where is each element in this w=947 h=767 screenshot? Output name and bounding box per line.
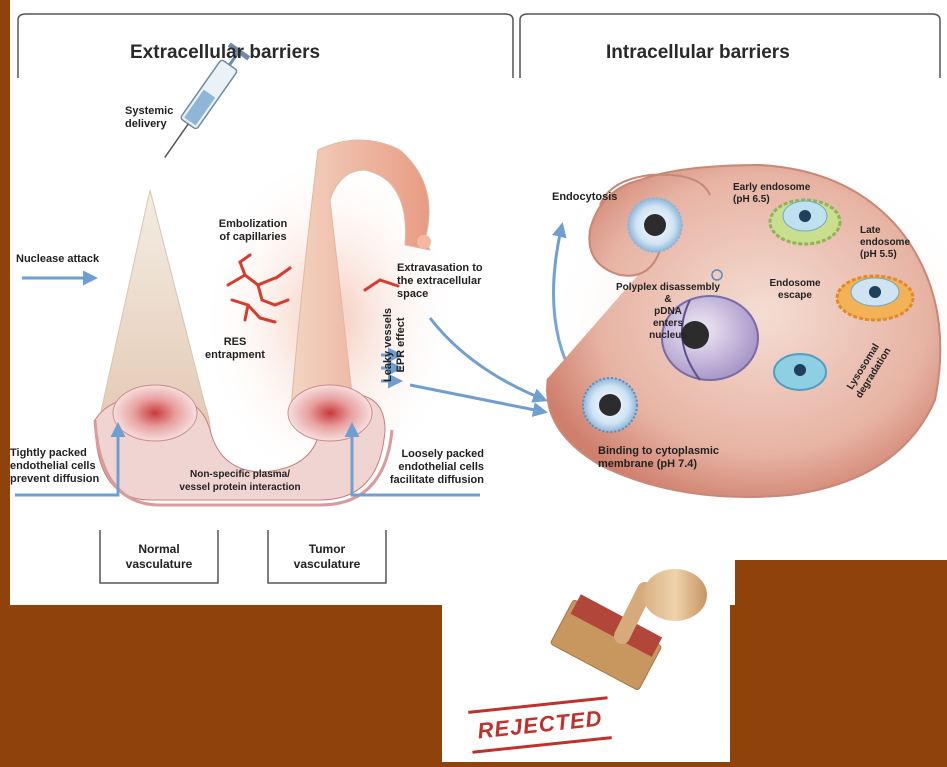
normal-lumen [113,385,197,441]
endosome-escape-label: Endosome escape [760,278,830,302]
late-endosome-label: Late endosome (pH 5.5) [860,225,910,261]
tumor-lumen [288,385,372,441]
tightly-packed-label: Tightly packed endothelial cells prevent… [10,447,99,486]
systemic-delivery-label: Systemic delivery [125,105,173,131]
extracellular-header: Extracellular barriers [130,42,320,64]
lysosome-icon [774,354,826,390]
endocytosis-vesicle-icon [628,198,682,252]
intracellular-header: Intracellular barriers [606,42,790,64]
leaky-vessels-label: Leaky vessels EPR effect [382,290,408,400]
tumor-tip [417,235,431,249]
tumor-vasculature-label: Tumor vasculature [268,542,386,572]
non-specific-label: Non-specific plasma/ vessel protein inte… [150,468,330,494]
polyplex-label: Polyplex disassembly & pDNA enters nucle… [598,282,738,342]
loosely-packed-label: Loosely packed endothelial cells facilit… [360,448,484,487]
binding-label: Binding to cytoplasmic membrane (pH 7.4) [598,445,719,471]
nuclease-attack-label: Nuclease attack [16,253,99,266]
early-endosome-label: Early endosome (pH 6.5) [733,182,810,206]
endocytosis-label: Endocytosis [552,191,617,204]
late-endosome-icon [837,276,913,320]
binding-vesicle-icon [583,378,637,432]
embolization-label: Embolization of capillaries [198,218,308,244]
normal-vasculature-label: Normal vasculature [100,542,218,572]
early-endosome-icon [770,200,840,244]
extravasation-label: Extravasation to the extracellular space [397,262,483,301]
res-entrapment-label: RES entrapment [195,336,275,362]
